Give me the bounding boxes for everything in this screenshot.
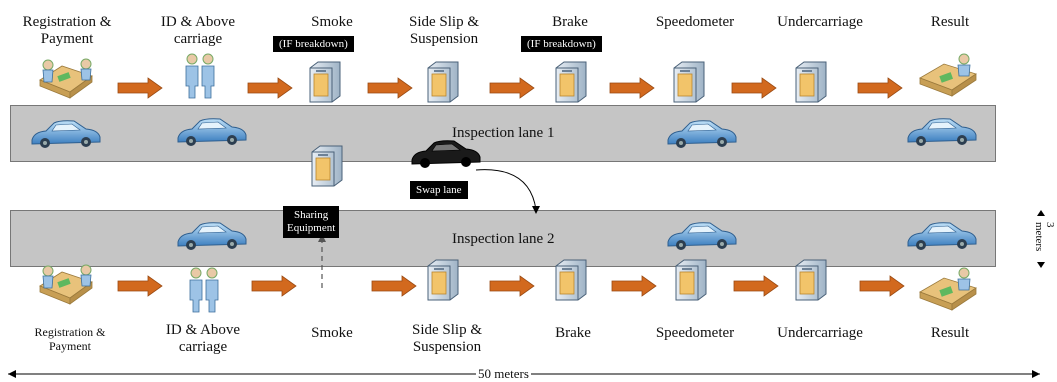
flow-arrow [117, 77, 163, 99]
lane-width-label: 3 meters [1033, 222, 1056, 252]
lane1-smoke-tag: (IF breakdown) [273, 36, 354, 52]
inspection-lane-2-label: Inspection lane 2 [452, 231, 555, 247]
flow-arrow [733, 275, 779, 297]
flow-arrow [117, 275, 163, 297]
car-icon [31, 120, 101, 149]
lane1-stage-label-id-above: ID & Above carriage [160, 14, 236, 47]
lane1-stage-label-speedometer: Speedometer [655, 14, 735, 30]
car-icon [907, 118, 977, 147]
inspectors-icon [189, 267, 219, 313]
speedometer-tester-icon [675, 259, 707, 301]
flow-arrow [857, 77, 903, 99]
lane2-stage-label-sideslip: Side Slip & Suspension [411, 322, 482, 355]
lane1-stage-label-smoke: Smoke [311, 14, 353, 30]
car-icon [177, 222, 247, 251]
car-icon [667, 222, 737, 251]
brake-tester-icon [555, 259, 587, 301]
inspection-lane-2 [10, 210, 996, 267]
flow-arrow [489, 77, 535, 99]
registration-desk-icon [39, 58, 93, 99]
speedometer-tester-icon [673, 61, 705, 103]
side-slip-tester-icon [427, 61, 459, 103]
flow-arrow [859, 275, 905, 297]
undercarriage-tester-icon [795, 259, 827, 301]
lane1-stage-label-brake: Brake [552, 14, 588, 30]
total-length-label: 50 meters [476, 366, 531, 382]
inspection-lane-1-label: Inspection lane 1 [452, 125, 555, 141]
lane2-stage-label-registration: Registration & Payment [34, 325, 106, 353]
lane1-stage-label-undercarriage: Undercarriage [777, 14, 863, 30]
result-desk-icon [919, 267, 977, 311]
lane2-stage-label-brake: Brake [555, 325, 591, 341]
car-icon [667, 120, 737, 149]
flow-arrow [489, 275, 535, 297]
registration-desk-icon [39, 264, 93, 305]
side-slip-tester-icon [427, 259, 459, 301]
flow-arrow [371, 275, 417, 297]
flow-arrow [609, 77, 655, 99]
flow-arrow [251, 275, 297, 297]
car-icon [907, 222, 977, 251]
smoke-tester-icon [309, 61, 341, 103]
inspectors-icon [185, 53, 215, 99]
sharing-equipment-icon [311, 145, 343, 187]
sharing-equipment-label: Sharing Equipment [283, 206, 340, 238]
swap-lane-label: Swap lane [410, 181, 468, 199]
flow-arrow [731, 77, 777, 99]
undercarriage-tester-icon [795, 61, 827, 103]
lane2-stage-label-id-above: ID & Above carriage [165, 322, 241, 355]
lane1-brake-tag: (IF breakdown) [521, 36, 602, 52]
inspection-lane-1 [10, 105, 996, 162]
lane1-stage-label-registration: Registration & Payment [22, 14, 112, 47]
brake-tester-icon [555, 61, 587, 103]
lane2-stage-label-result: Result [930, 325, 970, 341]
swap-car-icon [411, 140, 481, 169]
lane2-stage-label-undercarriage: Undercarriage [777, 325, 863, 341]
flow-arrow [247, 77, 293, 99]
lane2-stage-label-speedometer: Speedometer [655, 325, 735, 341]
car-icon [177, 118, 247, 147]
result-desk-icon [919, 53, 977, 97]
flow-arrow [367, 77, 413, 99]
flow-arrow [611, 275, 657, 297]
lane1-stage-label-result: Result [930, 14, 970, 30]
lane2-stage-label-smoke: Smoke [311, 325, 353, 341]
lane1-stage-label-sideslip: Side Slip & Suspension [408, 14, 479, 47]
